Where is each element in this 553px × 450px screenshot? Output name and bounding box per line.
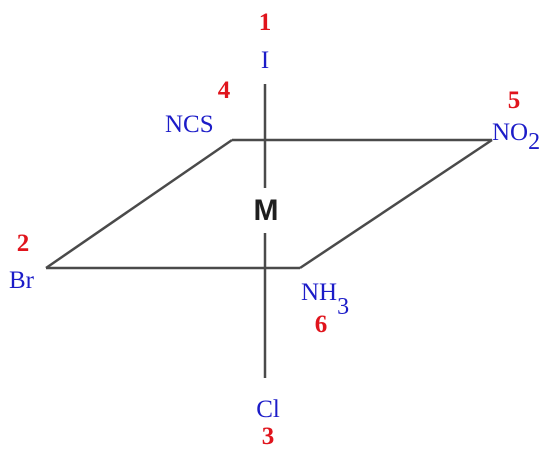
ligand-bottom-number: 3 [262,423,275,450]
ligand-left-number: 2 [17,230,30,257]
ligand-back-right-symbol: NO2 [492,119,540,155]
ligand-top-number: 1 [259,9,272,36]
ligand-front-right-subscript: 3 [337,294,349,320]
ligand-back-right-formula: NO [492,119,528,146]
bond-lines [45,84,493,378]
ligand-front-right-symbol: NH3 [301,279,349,320]
metal-center-label: M [254,194,279,227]
plane-edge-left [45,138,233,270]
ligand-back-left-number: 4 [218,77,231,104]
ligand-front-right-number: 6 [315,311,328,338]
ligand-back-right-subscript: 2 [528,129,540,155]
ligand-back-left-symbol: NCS [165,111,214,138]
ligand-front-right-formula: NH [301,279,337,306]
ligand-left-symbol: Br [9,267,35,294]
ligand-bottom-symbol: Cl [256,396,280,423]
ligand-back-right-number: 5 [508,87,521,114]
plane-edge-right [299,138,493,270]
ligand-top-symbol: I [261,47,269,74]
